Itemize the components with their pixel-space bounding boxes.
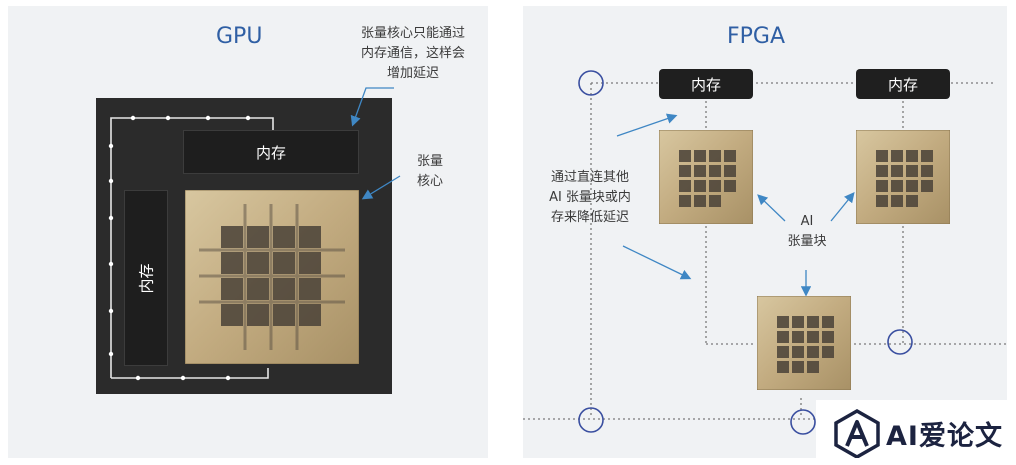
fpga-nodes	[578, 70, 913, 435]
gpu-latency-note-line-2: 内存通信，这样会	[360, 46, 465, 61]
fpga-ai-block-left	[659, 130, 753, 224]
gpu-connections	[108, 87, 401, 381]
fpga-panel: FPGA 内存	[523, 6, 1007, 458]
fpga-ai-block-note: AI 张量块	[779, 212, 835, 252]
watermark-text: AI爱论文	[886, 421, 1003, 452]
gpu-latency-note-line-3: 增加延迟	[386, 66, 439, 81]
fpga-arrow-to-route	[622, 245, 692, 280]
gpu-latency-arrow	[350, 87, 394, 127]
fpga-latency-note-line-3: 存来降低延迟	[550, 210, 629, 225]
gpu-memory-side: 内存	[124, 190, 168, 366]
gpu-bus-top	[110, 117, 274, 378]
gpu-tensor-note: 张量 核心	[406, 152, 454, 192]
fpga-latency-note-line-2: AI 张量块或内	[549, 190, 631, 205]
gpu-memory-top: 内存	[183, 130, 359, 174]
gpu-bus-bottom	[111, 368, 269, 379]
fpga-latency-note-line-1: 通过直连其他	[550, 170, 629, 185]
gpu-title: GPU	[216, 24, 263, 49]
ai-logo-icon	[834, 408, 880, 458]
gpu-bus-dots	[108, 115, 251, 381]
fpga-latency-note: 通过直连其他 AI 张量块或内 存来降低延迟	[531, 168, 649, 228]
fpga-ai-block-note-line-1: AI	[800, 214, 814, 229]
fpga-ai-block-right	[856, 130, 950, 224]
fpga-arrow-to-block-left	[616, 113, 678, 137]
fpga-ai-block-bottom	[757, 296, 851, 390]
watermark-logo: AI爱论文	[816, 400, 1016, 465]
gpu-tensor-core-chip	[185, 190, 359, 364]
fpga-memory-right: 内存	[856, 69, 950, 99]
gpu-latency-note: 张量核心只能通过 内存通信，这样会 增加延迟	[343, 24, 483, 84]
fpga-ai-block-note-line-2: 张量块	[787, 234, 827, 249]
fpga-arrow-block-left	[757, 194, 786, 222]
gpu-latency-note-line-1: 张量核心只能通过	[360, 26, 465, 41]
gpu-memory-side-label: 内存	[137, 262, 156, 294]
fpga-title: FPGA	[727, 24, 786, 49]
gpu-panel: GPU 张量核心只能通过 内存通信，这样会 增加延迟 张量 核心	[8, 6, 488, 458]
gpu-tensor-note-line-1: 张量	[416, 154, 443, 169]
gpu-tensor-arrow	[361, 175, 401, 200]
gpu-tensor-note-line-2: 核心	[416, 174, 443, 189]
fpga-arrow-block-right	[830, 191, 855, 222]
fpga-memory-left: 内存	[659, 69, 753, 99]
